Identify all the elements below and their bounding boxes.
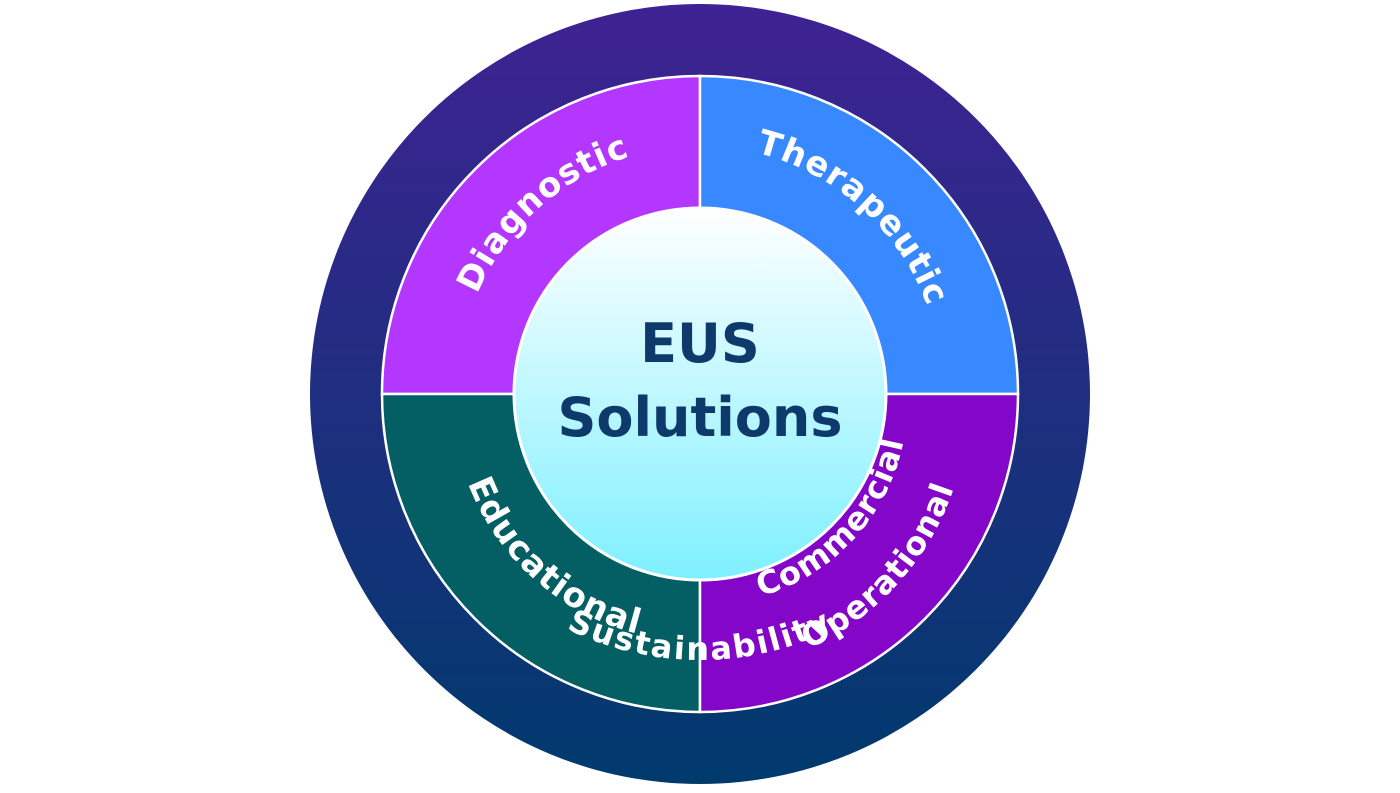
center-title-line1: EUS [640, 312, 760, 375]
center-circle [512, 206, 888, 582]
center-title-line2: Solutions [558, 386, 843, 449]
